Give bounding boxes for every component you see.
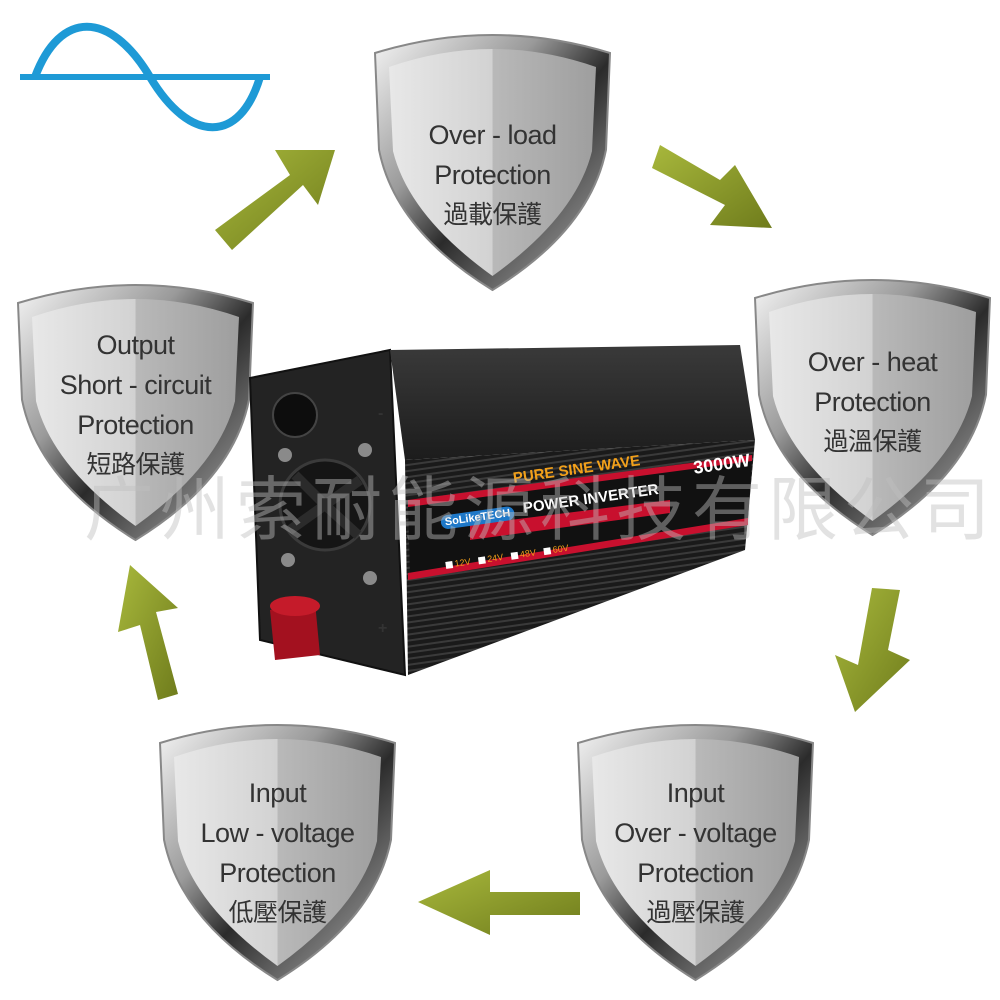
arrow-icon-topleft (215, 150, 335, 250)
shield-text-line: Over - voltage (614, 818, 777, 848)
shield-overheat (753, 279, 992, 537)
arrow-icon-right (835, 588, 910, 712)
shield-text-line: Input (666, 778, 725, 808)
shield-text-chinese: 過溫保護 (823, 427, 922, 456)
shield-text-line: Over - heat (807, 347, 938, 377)
negative-terminal (272, 392, 318, 438)
shield-text-chinese: 過載保護 (443, 200, 542, 229)
shield-output-short (16, 284, 255, 542)
shield-text-line: Input (248, 778, 307, 808)
shield-text-line: Output (96, 330, 175, 360)
company-watermark: 广州索耐能源科技有限公司 (84, 469, 996, 551)
minus-sign: - (378, 405, 384, 422)
shield-text-line: Protection (814, 387, 931, 417)
shield-text-line: Protection (637, 858, 754, 888)
arrow-icon-bottom (418, 870, 580, 935)
arrow-icon-topright (652, 145, 772, 228)
shield-text-chinese: 短路保護 (86, 450, 185, 479)
shield-input-lowvoltage (158, 724, 397, 982)
shield-text-line: Protection (434, 160, 551, 190)
positive-terminal (270, 602, 320, 660)
shield-text-line: Protection (77, 410, 194, 440)
shield-text-line: Low - voltage (200, 818, 355, 848)
shield-overload (373, 34, 612, 292)
shield-text-line: Protection (219, 858, 336, 888)
checkbox-icon (510, 551, 519, 560)
shield-input-overvoltage (576, 724, 815, 982)
shield-text-chinese: 過壓保護 (646, 898, 745, 927)
arrow-icon-left (118, 565, 178, 700)
checkbox-icon (445, 560, 454, 569)
sine-wave-icon (20, 22, 270, 132)
checkbox-icon (477, 555, 486, 564)
shield-text-chinese: 低壓保護 (228, 898, 327, 927)
shield-text-line: Short - circuit (59, 370, 212, 400)
power-inverter-image (248, 345, 755, 677)
plus-sign: + (378, 620, 388, 637)
shield-text-line: Over - load (428, 120, 557, 150)
